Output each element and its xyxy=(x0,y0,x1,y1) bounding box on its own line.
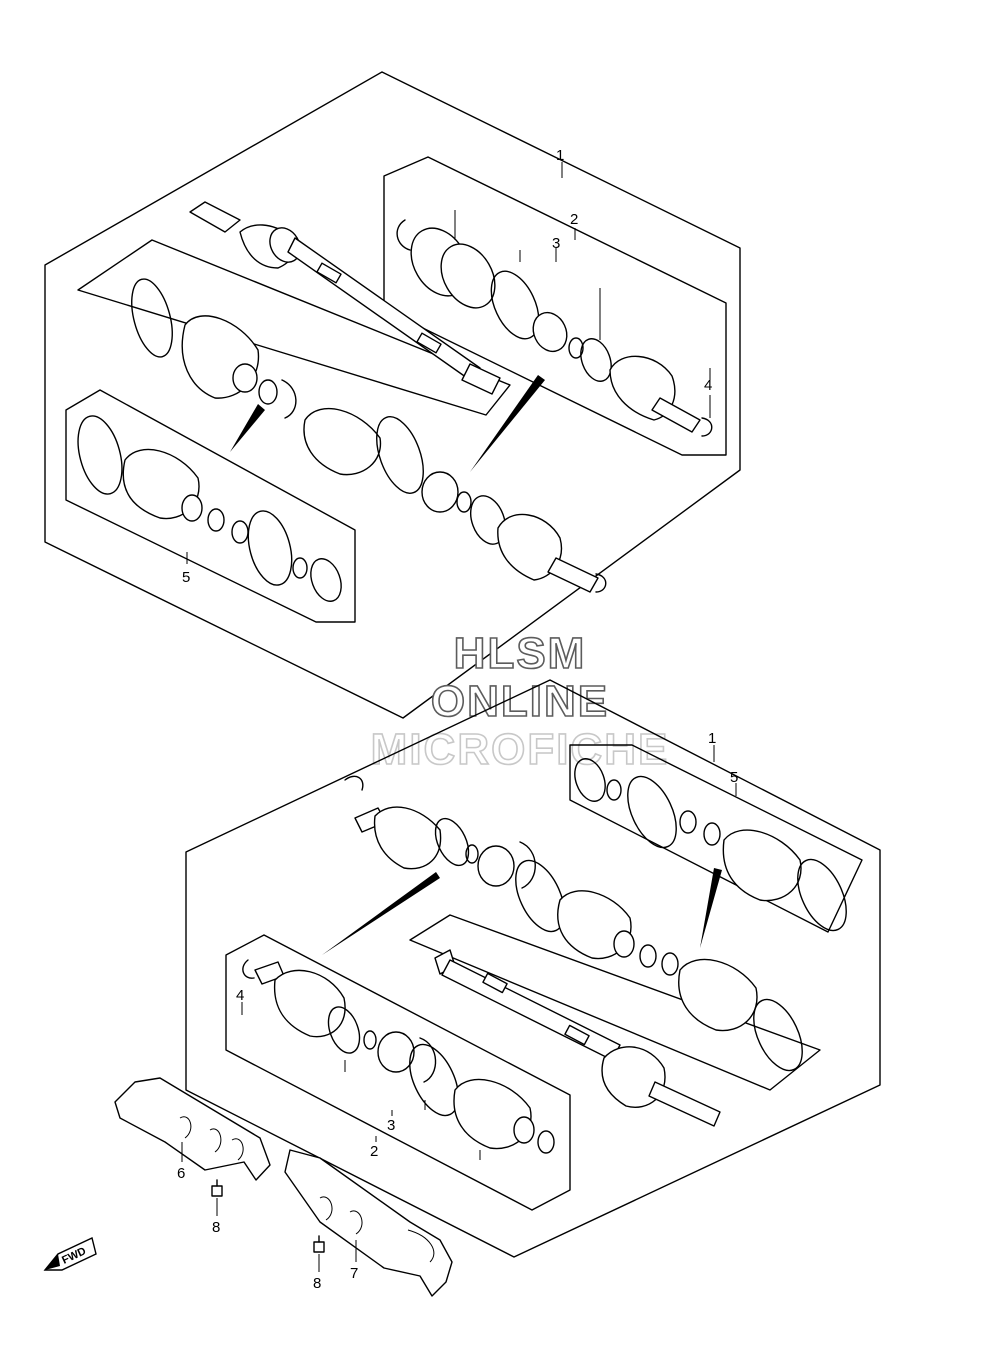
lower-arrow-left xyxy=(322,872,440,955)
lower-boot-set-box-a xyxy=(569,744,863,933)
lower-callout-4: 4 xyxy=(236,987,244,1004)
lower-callout-3: 3 xyxy=(387,1117,395,1134)
upper-callout-2: 2 xyxy=(570,211,578,228)
upper-joint-parts xyxy=(396,219,713,437)
lower-outline xyxy=(185,679,881,1258)
cover-right xyxy=(284,1149,453,1297)
lower-callout-1: 1 xyxy=(708,730,716,747)
covers-group: 6 8 7 8 xyxy=(114,1077,453,1297)
upper-arrow-right xyxy=(470,375,545,472)
lower-arrow-right xyxy=(700,868,722,948)
lower-top-joint xyxy=(344,775,679,976)
lower-shaft xyxy=(434,949,803,1127)
upper-boot-set-box-a xyxy=(77,239,511,416)
callout-6: 6 xyxy=(177,1165,185,1182)
upper-callout-1: 1 xyxy=(556,147,564,164)
upper-arrow-left xyxy=(230,404,265,452)
bolt-left xyxy=(211,1179,223,1197)
callout-7: 7 xyxy=(350,1265,358,1282)
watermark-line-1: HLSM xyxy=(454,629,587,678)
callout-8-left: 8 xyxy=(212,1219,220,1236)
upper-boot-parts-a xyxy=(131,278,607,593)
lower-callout-5: 5 xyxy=(730,769,738,786)
upper-axle-shaft xyxy=(189,201,501,395)
upper-assembly-group: 1 2 3 4 5 xyxy=(44,71,741,719)
upper-callout-3: 3 xyxy=(552,235,560,252)
lower-joint-parts xyxy=(242,959,555,1154)
cover-left xyxy=(114,1077,271,1181)
watermark: HLSM ONLINE MICROFICHE xyxy=(370,628,670,775)
upper-callout-4: 4 xyxy=(704,377,712,394)
upper-boot-set-box-b xyxy=(65,389,356,623)
watermark-line-2: ONLINE xyxy=(431,677,609,726)
lower-callout-2: 2 xyxy=(370,1143,378,1160)
fwd-arrow-icon: FWD xyxy=(43,1237,97,1271)
lower-assembly-group: 1 2 3 4 5 xyxy=(185,679,881,1258)
upper-boot-parts-b xyxy=(77,415,342,602)
lower-boot-parts-a xyxy=(574,758,847,932)
bolt-right xyxy=(313,1235,325,1253)
callout-8-right: 8 xyxy=(313,1275,321,1292)
upper-callout-5: 5 xyxy=(182,569,190,586)
upper-outline xyxy=(44,71,741,719)
lower-joint-set-box xyxy=(225,934,571,1211)
upper-joint-set-box xyxy=(383,156,727,456)
watermark-line-3: MICROFICHE xyxy=(371,725,670,774)
